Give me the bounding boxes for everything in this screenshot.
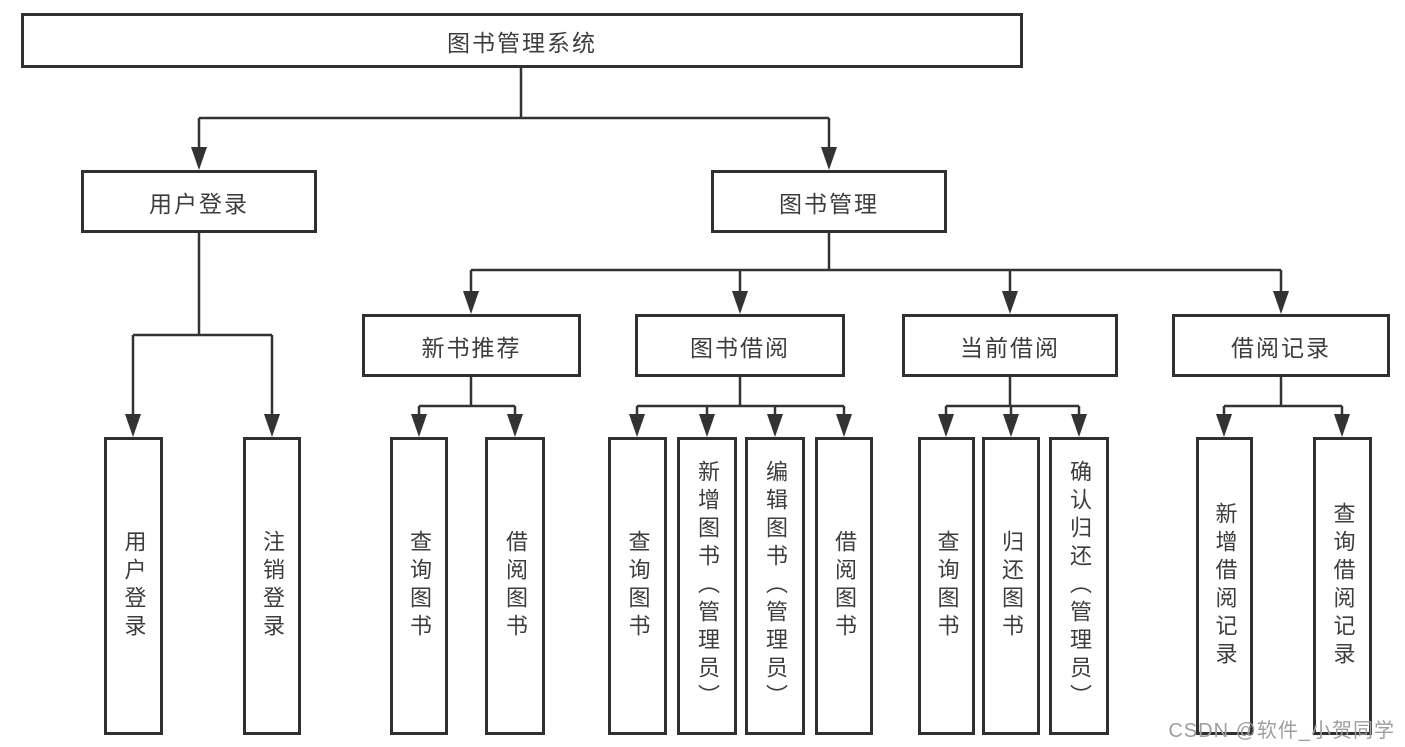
connector-root-to-level2 <box>191 68 837 170</box>
connector-line <box>131 233 274 418</box>
csdn-watermark: CSDN @软件_小贺同学 <box>1168 720 1395 742</box>
leaf-borrow-book-recommend: 借阅图书 <box>485 437 545 735</box>
connector-user-login-to-children <box>125 233 280 437</box>
arrowhead <box>411 414 427 437</box>
arrowhead <box>836 414 852 437</box>
arrowhead <box>938 414 954 437</box>
arrowhead <box>629 414 645 437</box>
node-label: 注销登录 <box>260 530 285 642</box>
connector-line <box>197 68 831 150</box>
node-book-borrow: 图书借阅 <box>635 314 845 377</box>
connector-line <box>1222 377 1344 418</box>
node-label: 当前借阅 <box>960 334 1060 361</box>
node-label: 查询图书 <box>407 530 432 642</box>
arrowhead <box>125 414 141 437</box>
node-label: 图书管理系统 <box>447 29 597 56</box>
connector-new-book-recommend-to-children <box>411 377 523 437</box>
node-label: 用户登录 <box>121 530 147 642</box>
connector-book-management-to-level3 <box>463 233 1289 314</box>
leaf-confirm-return-admin: 确认归还（管理员） <box>1049 437 1109 735</box>
node-current-borrow: 当前借阅 <box>902 314 1118 377</box>
connector-line <box>469 233 1283 294</box>
node-label: 新增图书（管理员） <box>695 460 720 712</box>
leaf-user-login: 用户登录 <box>104 437 163 735</box>
connector-current-borrow-to-children <box>938 377 1087 437</box>
connector-line <box>944 377 1081 418</box>
arrowhead <box>1273 291 1289 314</box>
leaf-query-book-current: 查询图书 <box>918 437 975 735</box>
node-book-management: 图书管理 <box>711 170 947 233</box>
connector-line <box>635 377 846 418</box>
node-label: 用户登录 <box>149 190 249 217</box>
leaf-query-borrow-record: 查询借阅记录 <box>1313 437 1372 735</box>
node-user-login: 用户登录 <box>81 170 317 233</box>
arrowhead <box>264 414 280 437</box>
leaf-borrow-book: 借阅图书 <box>815 437 873 735</box>
node-label: 查询借阅记录 <box>1330 502 1356 670</box>
leaf-logout: 注销登录 <box>243 437 301 735</box>
node-label: 确认归还（管理员） <box>1067 460 1092 712</box>
arrowhead <box>732 291 748 314</box>
node-label: 图书借阅 <box>690 334 790 361</box>
node-label: 图书管理 <box>779 190 879 217</box>
leaf-add-book-admin: 新增图书（管理员） <box>677 437 737 735</box>
node-label: 借阅图书 <box>832 530 857 642</box>
connector-line <box>417 377 517 418</box>
arrowhead <box>1216 414 1232 437</box>
arrowhead <box>821 147 837 170</box>
connector-borrow-record-to-children <box>1216 377 1350 437</box>
leaf-add-borrow-record: 新增借阅记录 <box>1196 437 1253 735</box>
node-label: 归还图书 <box>999 530 1024 642</box>
node-new-book-recommend: 新书推荐 <box>362 314 581 377</box>
arrowhead <box>1002 291 1018 314</box>
leaf-query-book-borrow: 查询图书 <box>608 437 667 735</box>
node-label: 查询图书 <box>934 530 960 642</box>
node-label: 查询图书 <box>625 530 651 642</box>
arrowhead <box>507 414 523 437</box>
arrowhead <box>1071 414 1087 437</box>
node-borrow-record: 借阅记录 <box>1172 314 1390 377</box>
arrowhead <box>463 291 479 314</box>
leaf-query-book-recommend: 查询图书 <box>390 437 448 735</box>
connector-book-borrow-to-children <box>629 377 852 437</box>
leaf-return-book: 归还图书 <box>982 437 1040 735</box>
arrowhead <box>1334 414 1350 437</box>
node-label: 编辑图书（管理员） <box>763 460 788 712</box>
arrowhead <box>767 414 783 437</box>
node-label: 借阅图书 <box>503 530 528 642</box>
node-label: 借阅记录 <box>1231 334 1331 361</box>
arrowhead <box>699 414 715 437</box>
node-label: 新书推荐 <box>421 334 522 361</box>
arrowhead <box>191 147 207 170</box>
leaf-edit-book-admin: 编辑图书（管理员） <box>745 437 805 735</box>
node-label: 新增借阅记录 <box>1212 502 1238 670</box>
root-node-library-management-system: 图书管理系统 <box>21 13 1023 68</box>
arrowhead <box>1003 414 1019 437</box>
